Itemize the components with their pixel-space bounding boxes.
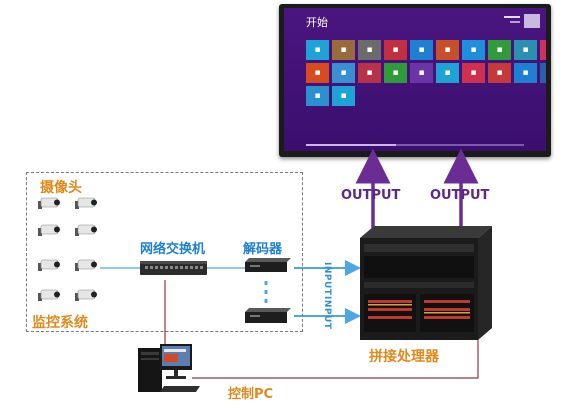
- travel-tile[interactable]: ▪: [462, 63, 485, 83]
- camera-3: [38, 224, 60, 236]
- weather-icon: ▪: [418, 45, 425, 55]
- control-pc: [138, 344, 200, 392]
- games-tile[interactable]: ▪: [384, 63, 407, 83]
- decoder-top: [245, 258, 291, 272]
- maps-icon: ▪: [340, 68, 347, 78]
- camera-5: [38, 259, 60, 271]
- camera-2: [75, 197, 97, 209]
- music-tile[interactable]: ▪: [540, 40, 546, 60]
- settings-tile[interactable]: ▪: [332, 86, 355, 106]
- finance-icon: ▪: [366, 68, 373, 78]
- camera-7: [38, 289, 60, 301]
- user-name-bar-secondary: [510, 21, 520, 23]
- desktop-icon: ▪: [314, 91, 321, 101]
- monitoring-system-frame: [26, 172, 303, 332]
- people-tile[interactable]: ▪: [358, 40, 381, 60]
- network-switch: [140, 261, 207, 275]
- weather-tile[interactable]: ▪: [410, 40, 433, 60]
- reader-tile[interactable]: ▪: [488, 63, 511, 83]
- decoder-label: 解码器: [243, 242, 283, 257]
- browser-icon: ▪: [470, 45, 477, 55]
- sports-tile[interactable]: ▪: [436, 63, 459, 83]
- network-switch-label: 网络交换机: [140, 242, 206, 257]
- user-name-bar: [504, 16, 520, 18]
- monitoring-system-label: 监控系统: [32, 315, 88, 331]
- camera-8: [75, 289, 97, 301]
- skydrive-tile[interactable]: ▪: [514, 63, 537, 83]
- calendar-tile[interactable]: ▪: [436, 40, 459, 60]
- desktop-tile[interactable]: ▪: [306, 86, 329, 106]
- start-screen-title: 开始: [306, 16, 328, 29]
- camera-label: 摄像头: [40, 180, 82, 196]
- skydrive-icon: ▪: [522, 68, 529, 78]
- news-tile[interactable]: ▪: [384, 40, 407, 60]
- camera-group: [38, 197, 97, 301]
- control-pc-label: 控制PC: [228, 387, 274, 402]
- video-icon: ▪: [418, 68, 425, 78]
- photo-icon: ▪: [340, 45, 347, 55]
- maps-tile[interactable]: ▪: [332, 63, 355, 83]
- mail-icon: ▪: [314, 45, 321, 55]
- start-screen: 开始 ▪ ▪ ▪ ▪ ▪ ▪ ▪ ▪ ▪ ▪ ▪ ▪ ▪ ▪ ▪ ▪ ▪ ▪ ▪ 21 ▪ ▪: [284, 8, 546, 151]
- calendar-date-tile[interactable]: 21: [540, 63, 546, 83]
- processor-label: 拼接处理器: [369, 349, 439, 365]
- photo-tile[interactable]: ▪: [332, 40, 355, 60]
- settings-icon: ▪: [340, 91, 347, 101]
- camera-1: [38, 197, 60, 209]
- output-label-left: OUTPUT: [341, 188, 401, 203]
- games-icon: ▪: [392, 68, 399, 78]
- camera-tile[interactable]: ▪: [306, 63, 329, 83]
- output-label-right: OUTPUT: [430, 188, 490, 203]
- photos-tile[interactable]: ▪: [514, 40, 537, 60]
- mail-tile[interactable]: ▪: [306, 40, 329, 60]
- input-label-bottom: INPUT: [322, 296, 332, 330]
- sports-icon: ▪: [444, 68, 451, 78]
- video-tile[interactable]: ▪: [410, 63, 433, 83]
- camera-icon: ▪: [314, 68, 321, 78]
- camera-6: [75, 259, 97, 271]
- decoder-bottom: [245, 308, 291, 323]
- news-icon: ▪: [392, 45, 399, 55]
- camera-4: [75, 224, 97, 236]
- browser-tile[interactable]: ▪: [462, 40, 485, 60]
- reader-icon: ▪: [496, 68, 503, 78]
- travel-icon: ▪: [470, 68, 477, 78]
- start-scrollbar-thumb[interactable]: [306, 144, 396, 146]
- user-avatar-icon: [524, 14, 540, 28]
- splicing-processor: [360, 226, 492, 340]
- store-icon: ▪: [496, 45, 503, 55]
- store-tile[interactable]: ▪: [488, 40, 511, 60]
- input-label-top: INPUT: [322, 262, 332, 296]
- photos-icon: ▪: [522, 45, 529, 55]
- finance-tile[interactable]: ▪: [358, 63, 381, 83]
- people-icon: ▪: [366, 45, 373, 55]
- start-scrollbar[interactable]: [306, 144, 524, 146]
- calendar-icon: ▪: [444, 45, 451, 55]
